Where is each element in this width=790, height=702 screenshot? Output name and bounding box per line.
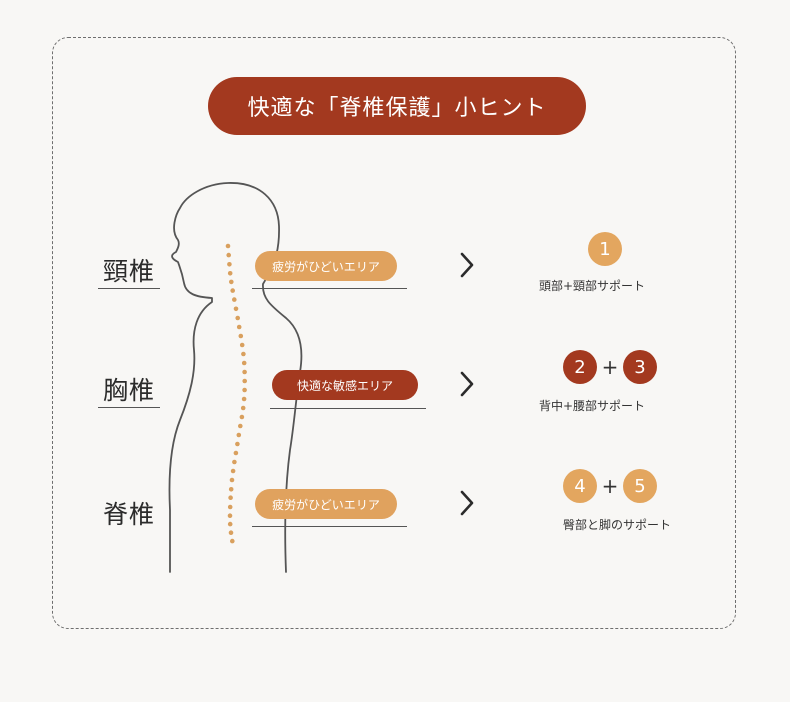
spine-dot [226,252,231,258]
spine-dot [228,487,234,492]
title-banner: 快適な「脊椎保護」小ヒント [208,77,586,135]
region-label-thoracic: 胸椎 [102,376,155,405]
spine-dot [241,360,247,366]
silhouette-outline [168,182,303,573]
spine-dot [238,423,243,429]
spine-dot [241,351,246,357]
spine-dot [242,378,247,384]
number-badge: 2 [563,350,597,384]
spine-dot [229,477,235,483]
number-badge: 1 [588,232,622,266]
spine-dot [227,271,233,276]
support-text-spine: 臀部と脚のサポート [563,518,672,532]
spine-dot [229,279,234,285]
spine-dot [235,315,240,321]
spine-dot [235,441,240,447]
support-text-thoracic: 背中+腰部サポート [539,399,646,413]
spine-dot [239,414,245,420]
spine-dot [236,432,242,438]
spine-dot [233,306,239,312]
spine-dot [239,342,245,348]
area-pill-thoracic: 快適な敏感エリア [272,370,418,400]
spine-dot [236,324,242,330]
chevron-right-icon [460,490,474,516]
plus-sign: + [601,474,619,498]
spine-dots [225,243,247,544]
area-line-spine [252,526,407,527]
region-label-spine: 脊椎 [102,500,155,529]
area-line-cervical [252,288,407,289]
region-label-cervical: 頸椎 [102,257,155,286]
spine-dot [242,369,247,375]
spine-dot [227,513,233,518]
number-badge: 4 [563,469,597,503]
spine-dot [227,262,232,267]
spine-dot [227,504,233,510]
spine-dot [230,538,235,544]
area-line-thoracic [270,408,426,409]
number-badge: 3 [623,350,657,384]
chevron-right-icon [460,371,474,397]
area-pill-cervical: 疲労がひどいエリア [255,251,397,281]
region-underline-thoracic [98,407,160,408]
number-group-thoracic: 2 + 3 [563,350,657,384]
region-underline-cervical [98,288,160,289]
area-pill-spine: 疲労がひどいエリア [255,489,397,519]
spine-dot [241,396,247,402]
spine-dot [240,405,246,411]
spine-dot [230,288,235,293]
spine-dot [238,333,244,339]
plus-sign: + [601,355,619,379]
spine-dot [227,521,233,527]
dashed-frame [52,37,736,629]
number-group-cervical: 1 [588,232,622,266]
spine-dot [233,450,239,456]
number-badge: 5 [623,469,657,503]
spine-dot [232,459,237,465]
spine-dot [228,530,234,535]
number-group-spine: 4 + 5 [563,469,657,503]
spine-dot [225,243,231,249]
spine-dot [242,387,247,393]
spine-dot [232,297,237,302]
support-text-cervical: 頭部+頸部サポート [539,279,646,293]
chevron-right-icon [460,252,474,278]
spine-dot [228,495,233,501]
spine-dot [230,468,236,474]
